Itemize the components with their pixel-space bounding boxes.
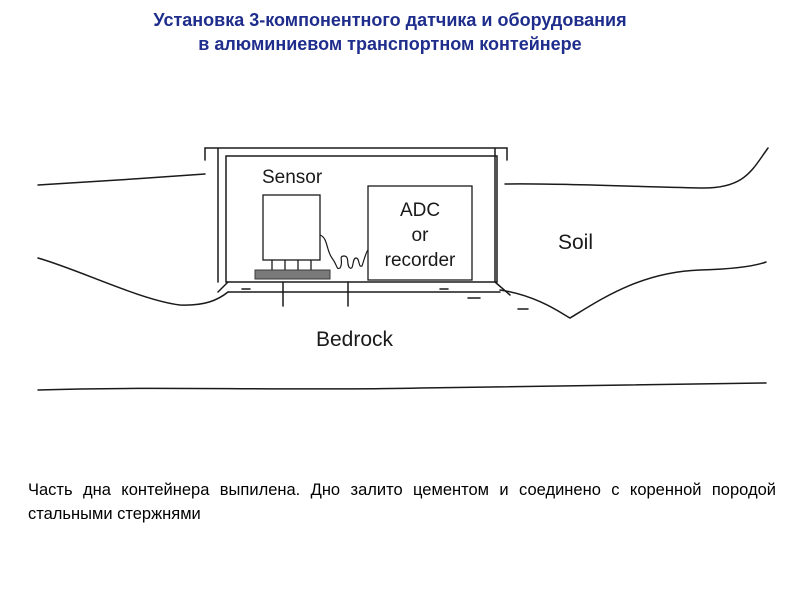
bedrock-label: Bedrock bbox=[316, 328, 394, 351]
deep-bedrock-line bbox=[37, 382, 767, 391]
title-line-1: Установка 3-компонентного датчика и обор… bbox=[153, 10, 627, 30]
sensor-label: Sensor bbox=[262, 167, 323, 188]
sensor-cable bbox=[319, 234, 369, 270]
sensor-legs bbox=[271, 260, 312, 270]
soil-bedrock-boundary-left bbox=[37, 257, 229, 306]
container-inner bbox=[225, 155, 498, 283]
recorder-label-line-1: ADC bbox=[400, 200, 440, 221]
recorder-box bbox=[367, 185, 473, 281]
recorder-label-line-3: recorder bbox=[385, 250, 456, 271]
soil-label: Soil bbox=[558, 231, 593, 254]
container-outer bbox=[204, 147, 508, 283]
soil-bedrock-boundary-right bbox=[499, 261, 767, 319]
title-line-2: в алюминиевом транспортном контейнере bbox=[198, 34, 582, 54]
bedrock-dashes bbox=[241, 288, 529, 310]
cement-base bbox=[217, 281, 511, 296]
sensor-base-plate bbox=[254, 269, 331, 280]
recorder-label-line-2: or bbox=[412, 225, 430, 246]
sensor-box bbox=[262, 194, 321, 261]
ground-surface-right bbox=[504, 147, 769, 189]
page-title: Установка 3-компонентного датчика и обор… bbox=[0, 8, 780, 56]
caption: Часть дна контейнера выпилена. Дно залит… bbox=[28, 481, 776, 523]
ground-surface-left bbox=[37, 173, 206, 186]
